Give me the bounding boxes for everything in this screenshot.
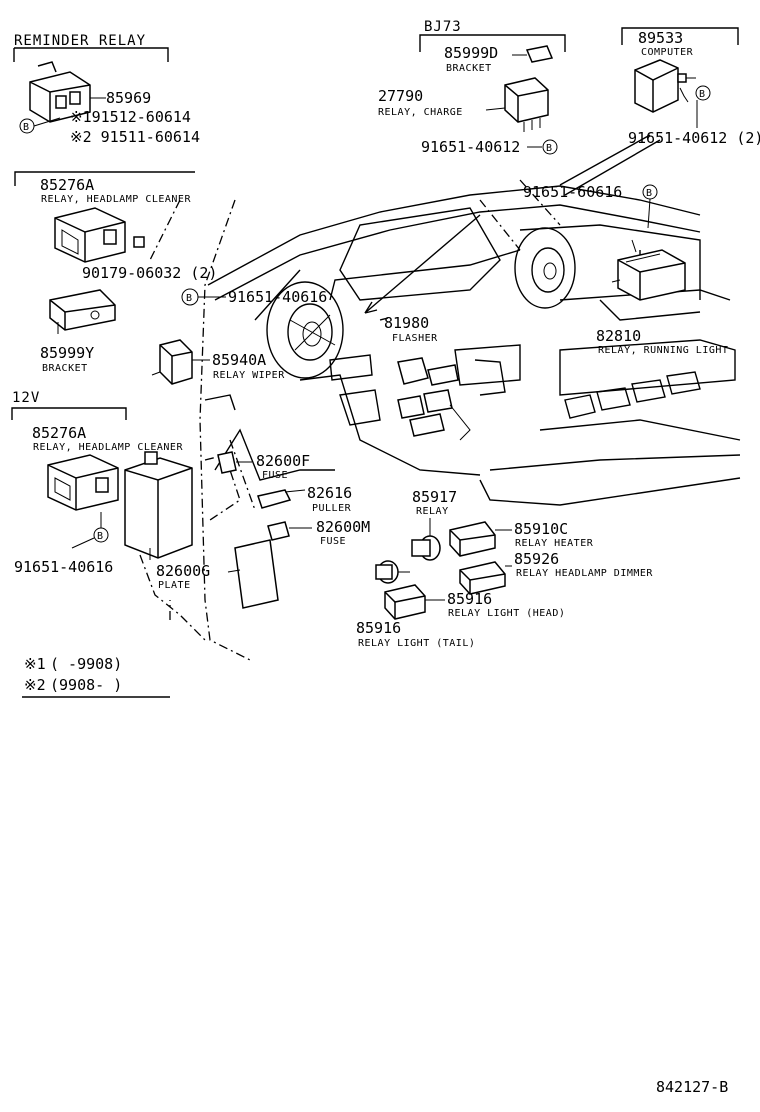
bolt-40616-top-number: 91651-40616 [228, 288, 327, 306]
bracket-85999d-part[interactable] [525, 45, 554, 63]
note2-mark: ※2 [24, 676, 46, 694]
puller-number: 82616 [307, 484, 352, 502]
v12-bolt-number: 91651-40616 [14, 558, 113, 576]
fuse-82600m-part[interactable] [267, 521, 312, 541]
note2-text: (9908- ) [50, 676, 122, 694]
charge-relay-number: 27790 [378, 87, 423, 105]
running-light-number: 82810 [596, 327, 641, 345]
bracket-85999d-label: BRACKET [446, 63, 492, 74]
wiper-relay-number: 85940A [212, 351, 266, 369]
bolt-b-icon [695, 85, 711, 101]
nut-icon [133, 236, 145, 248]
plate-part[interactable] [234, 539, 279, 609]
reminder-relay-header: REMINDER RELAY [14, 33, 146, 49]
nut-number: 90179-06032 (2) [82, 264, 217, 282]
puller-part[interactable] [257, 489, 306, 509]
computer-group: 89533 COMPUTER B 91651-40612 (2) [621, 27, 760, 147]
relay-85917-number: 85917 [412, 488, 457, 506]
tail-light-relay-part[interactable] [375, 560, 410, 584]
flasher-label: FLASHER [392, 333, 438, 344]
head-light-relay-number: 85916 [447, 590, 492, 608]
bolt-b-label: B [97, 531, 104, 542]
plate-label: PLATE [158, 580, 191, 591]
bolt-40616-top-group: B 91651-40616 [181, 288, 327, 306]
relay-cluster [397, 357, 471, 441]
fuse-m-number: 82600M [316, 518, 370, 536]
wiper-relay-part[interactable] [151, 339, 193, 385]
reminder-relay-part[interactable] [29, 61, 91, 123]
bolt-b-label: B [186, 293, 193, 304]
bolt-60616-number: 91651-60616 [523, 183, 622, 201]
wiper-relay-label: RELAY WIPER [213, 370, 285, 381]
dimmer-relay-part[interactable] [459, 561, 506, 595]
v12-headlamp-cleaner-part[interactable] [47, 454, 119, 511]
heater-relay-part[interactable] [449, 521, 496, 557]
reminder-relay-note1-part: ※191512-60614 [70, 108, 191, 126]
bolt-60616-group: 91651-60616 B [523, 183, 658, 229]
computer-bolt-number: 91651-40612 (2) [628, 129, 760, 147]
heater-relay-number: 85910C [514, 520, 568, 538]
note1-text: ( -9908) [50, 655, 122, 673]
computer-number: 89533 [638, 29, 683, 47]
reminder-relay-part-number: 85969 [106, 89, 151, 107]
v12-header: 12V [12, 390, 40, 406]
headlamp-cleaner-top-part[interactable] [54, 207, 126, 263]
bracket-y-group: 85999Y BRACKET [40, 289, 116, 374]
tail-light-relay-number: 85916 [356, 619, 401, 637]
v12-relay-number: 85276A [32, 424, 86, 442]
head-light-relay-part[interactable] [384, 584, 426, 620]
puller-label: PULLER [312, 503, 352, 514]
tail-light-relay-label: RELAY LIGHT (TAIL) [358, 638, 475, 649]
fuse-box-part[interactable] [124, 451, 193, 560]
flasher-number: 81980 [384, 314, 429, 332]
bolt-b-label: B [646, 188, 653, 199]
dimmer-relay-label: RELAY HEADLAMP DIMMER [516, 568, 653, 579]
diagram-id: 842127-B [656, 1078, 728, 1096]
heater-relay-label: RELAY HEATER [515, 538, 594, 549]
fuse-82600f-part[interactable] [217, 451, 252, 474]
instrument-panel-outline [204, 134, 741, 506]
computer-label: COMPUTER [641, 47, 694, 58]
v12-group: 12V 85276A RELAY, HEADLAMP CLEANER B 916… [11, 390, 183, 576]
charge-relay-label: RELAY, CHARGE [378, 107, 463, 118]
computer-part[interactable] [634, 59, 696, 113]
fuse-m-label: FUSE [320, 536, 346, 547]
bj73-header: BJ73 [424, 19, 462, 35]
plate-number: 82600G [156, 562, 210, 580]
relay-85917-label: RELAY [416, 506, 449, 517]
notes: ※1 ( -9908) ※2 (9908- ) [22, 655, 170, 698]
dimmer-relay-number: 85926 [514, 550, 559, 568]
running-light-label: RELAY, RUNNING LIGHT [598, 345, 728, 356]
headlamp-cleaner-top-number: 85276A [40, 176, 94, 194]
headlamp-cleaner-top-group: 85276A RELAY, HEADLAMP CLEANER 90179-060… [14, 171, 217, 282]
bj73-bolt-number: 91651-40612 [421, 138, 520, 156]
relay-85917-part[interactable] [411, 518, 441, 561]
fuse-f-label: FUSE [262, 470, 288, 481]
head-light-relay-label: RELAY LIGHT (HEAD) [448, 608, 565, 619]
reminder-relay-group: REMINDER RELAY 85969 B ※191512-60614 ※2 … [13, 33, 200, 146]
charge-relay-part[interactable] [504, 77, 549, 132]
bolt-b-icon [542, 139, 558, 155]
fuse-f-number: 82600F [256, 452, 310, 470]
bracket-85999d-number: 85999D [444, 44, 498, 62]
bolt-b-label: B [699, 89, 706, 100]
bracket-y-label: BRACKET [42, 363, 88, 374]
bolt-b-label: B [546, 143, 553, 154]
bolt-b-label: B [23, 122, 30, 133]
bj73-group: BJ73 85999D BRACKET 27790 RELAY, CHARGE … [378, 19, 566, 156]
reminder-relay-note2-part: ※2 91511-60614 [70, 128, 200, 146]
bracket-85999y-part[interactable] [49, 289, 116, 334]
dash-dot-outlines [139, 179, 561, 661]
v12-relay-label: RELAY, HEADLAMP CLEANER [33, 442, 183, 453]
running-light-relay-part[interactable] [611, 239, 686, 301]
headlamp-cleaner-top-label: RELAY, HEADLAMP CLEANER [41, 194, 191, 205]
bracket-y-number: 85999Y [40, 344, 94, 362]
note1-mark: ※1 [24, 655, 46, 673]
